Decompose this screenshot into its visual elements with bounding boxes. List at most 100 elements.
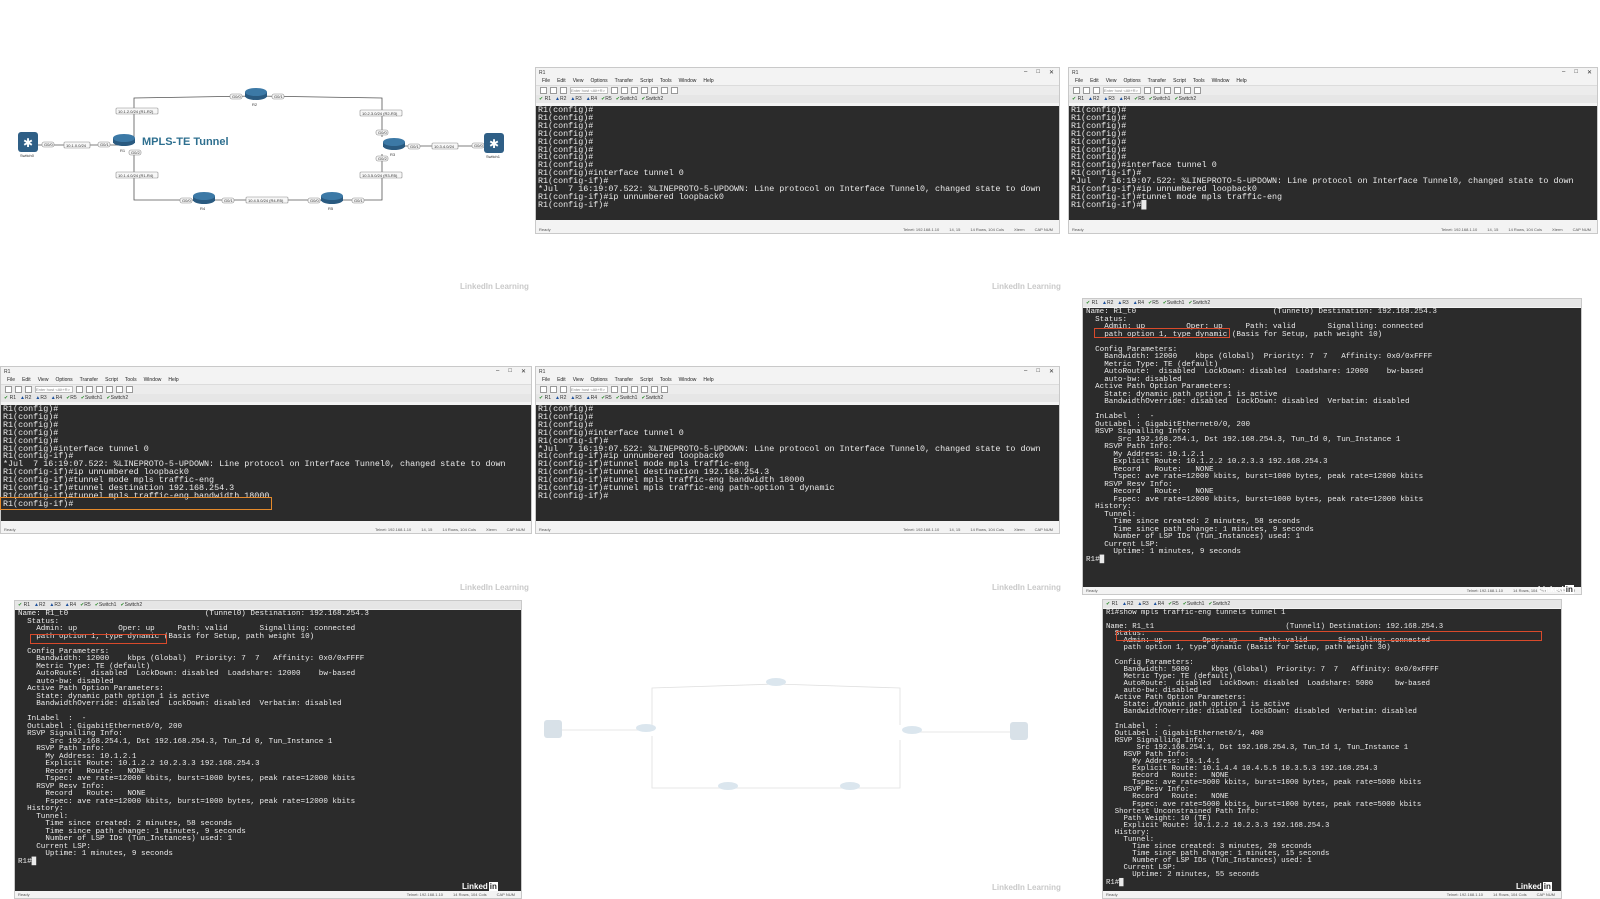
menu-tools[interactable]: Tools [124,377,137,383]
terminal-output[interactable]: R1(config)# R1(config)# R1(config)# R1(c… [536,106,1059,220]
find-icon[interactable] [631,386,638,393]
tab-r3[interactable]: ▲R3 [49,602,61,608]
tab-r4[interactable]: ▲R4 [50,395,63,401]
menu-help[interactable]: Help [703,78,714,84]
menu-window[interactable]: Window [143,377,162,383]
router-r4-node[interactable]: R4 [193,192,215,211]
menu-view[interactable]: View [572,78,584,84]
connect-icon[interactable] [1073,87,1080,94]
menu-transfer[interactable]: Transfer [614,377,634,383]
menu-help[interactable]: Help [168,377,179,383]
tab-switch2[interactable]: ✔Switch2 [641,96,664,102]
print-icon[interactable] [106,386,113,393]
connect-icon[interactable] [540,87,547,94]
menu-transfer[interactable]: Transfer [79,377,99,383]
settings-icon[interactable] [1184,87,1191,94]
copy-icon[interactable] [611,87,618,94]
tab-r4[interactable]: ▲R4 [1118,96,1131,102]
menu-options[interactable]: Options [1123,78,1141,84]
tab-switch2[interactable]: ✔Switch2 [641,395,664,401]
tab-r2[interactable]: ▲R2 [20,395,32,401]
router-r3-node[interactable]: R3 [383,138,405,157]
close-button[interactable]: ✕ [1048,369,1054,375]
tab-switch1[interactable]: ✔Switch1 [1148,96,1171,102]
close-button[interactable]: ✕ [520,369,526,375]
settings-icon[interactable] [651,87,658,94]
maximize-button[interactable]: □ [508,368,512,374]
tab-r5[interactable]: ✔R5 [1168,601,1179,607]
menu-script[interactable]: Script [105,377,118,383]
disconnect-icon[interactable] [1093,87,1100,94]
tab-r3[interactable]: ▲R3 [570,395,582,401]
tab-r2[interactable]: ▲R2 [1088,96,1100,102]
tab-r4[interactable]: ▲R4 [585,96,598,102]
tab-switch1[interactable]: ✔Switch1 [80,395,103,401]
tab-switch2[interactable]: ✔Switch2 [106,395,129,401]
switch0-node[interactable]: ✱ Switch0 [18,132,38,158]
paste-icon[interactable] [1154,87,1161,94]
close-button[interactable]: ✕ [1586,70,1592,76]
maximize-button[interactable]: □ [1036,69,1040,75]
help-icon[interactable] [661,386,668,393]
menu-edit[interactable]: Edit [1090,78,1099,84]
tab-r3[interactable]: ▲R3 [1137,601,1149,607]
tab-r2[interactable]: ▲R2 [34,602,46,608]
menu-script[interactable]: Script [640,78,653,84]
menu-tools[interactable]: Tools [659,377,672,383]
menu-edit[interactable]: Edit [557,78,566,84]
tab-r5[interactable]: ✔R5 [80,602,91,608]
tab-r2[interactable]: ▲R2 [555,395,567,401]
switch1-node[interactable]: ✱ Switch1 [484,133,504,159]
terminal-output[interactable]: R1(config)# R1(config)# R1(config)# R1(c… [1069,106,1597,220]
help-icon[interactable] [1194,87,1201,94]
tab-switch2[interactable]: ✔Switch2 [1208,601,1231,607]
tab-switch2[interactable]: ✔Switch2 [1188,300,1211,306]
tab-switch1[interactable]: ✔Switch1 [615,96,638,102]
tab-r5[interactable]: ✔R5 [601,395,612,401]
menu-file[interactable]: File [542,78,551,84]
minimize-button[interactable]: – [1024,368,1028,374]
menu-help[interactable]: Help [703,377,714,383]
disconnect-icon[interactable] [25,386,32,393]
menu-view[interactable]: View [1105,78,1117,84]
terminal-output[interactable]: R1(config)# R1(config)# R1(config)# R1(c… [1,405,531,521]
tab-r4[interactable]: ▲R4 [1152,601,1165,607]
menu-transfer[interactable]: Transfer [614,78,634,84]
tab-r3[interactable]: ▲R3 [1103,96,1115,102]
menu-file[interactable]: File [542,377,551,383]
menu-options[interactable]: Options [590,78,608,84]
print-icon[interactable] [1174,87,1181,94]
minimize-button[interactable]: – [1562,69,1566,75]
tab-r1[interactable]: ✔ R1 [1106,601,1118,607]
menu-window[interactable]: Window [1211,78,1230,84]
tab-r3[interactable]: ▲R3 [1117,300,1129,306]
find-icon[interactable] [631,87,638,94]
router-r5-node[interactable]: R5 [321,192,343,211]
terminal-output[interactable]: Name: R1_t0 (Tunnel0) Destination: 192.1… [1083,308,1581,589]
terminal-output[interactable]: R1#show mpls traffic-eng tunnels tunnel … [1103,609,1561,893]
disconnect-icon[interactable] [560,87,567,94]
menu-help[interactable]: Help [1236,78,1247,84]
keymap-icon[interactable] [661,87,668,94]
menu-window[interactable]: Window [678,78,697,84]
menu-view[interactable]: View [572,377,584,383]
host-input[interactable]: Enter host <Alt+R> [1103,87,1141,94]
tab-r5[interactable]: ✔R5 [66,395,77,401]
menu-view[interactable]: View [37,377,49,383]
terminal-output[interactable]: R1(config)# R1(config)# R1(config)# R1(c… [536,405,1059,521]
find-icon[interactable] [1164,87,1171,94]
tab-r2[interactable]: ▲R2 [1102,300,1114,306]
menu-window[interactable]: Window [678,377,697,383]
menu-options[interactable]: Options [55,377,73,383]
find-icon[interactable] [96,386,103,393]
menu-edit[interactable]: Edit [557,377,566,383]
router-r2-node[interactable]: R2 [245,88,267,107]
tab-r2[interactable]: ▲R2 [1122,601,1134,607]
copy-icon[interactable] [76,386,83,393]
tab-switch2[interactable]: ✔Switch2 [120,602,143,608]
menu-tools[interactable]: Tools [1192,78,1205,84]
tab-switch1[interactable]: ✔Switch1 [1182,601,1205,607]
print-icon[interactable] [641,386,648,393]
menu-file[interactable]: File [1075,78,1084,84]
tab-r3[interactable]: ▲R3 [570,96,582,102]
